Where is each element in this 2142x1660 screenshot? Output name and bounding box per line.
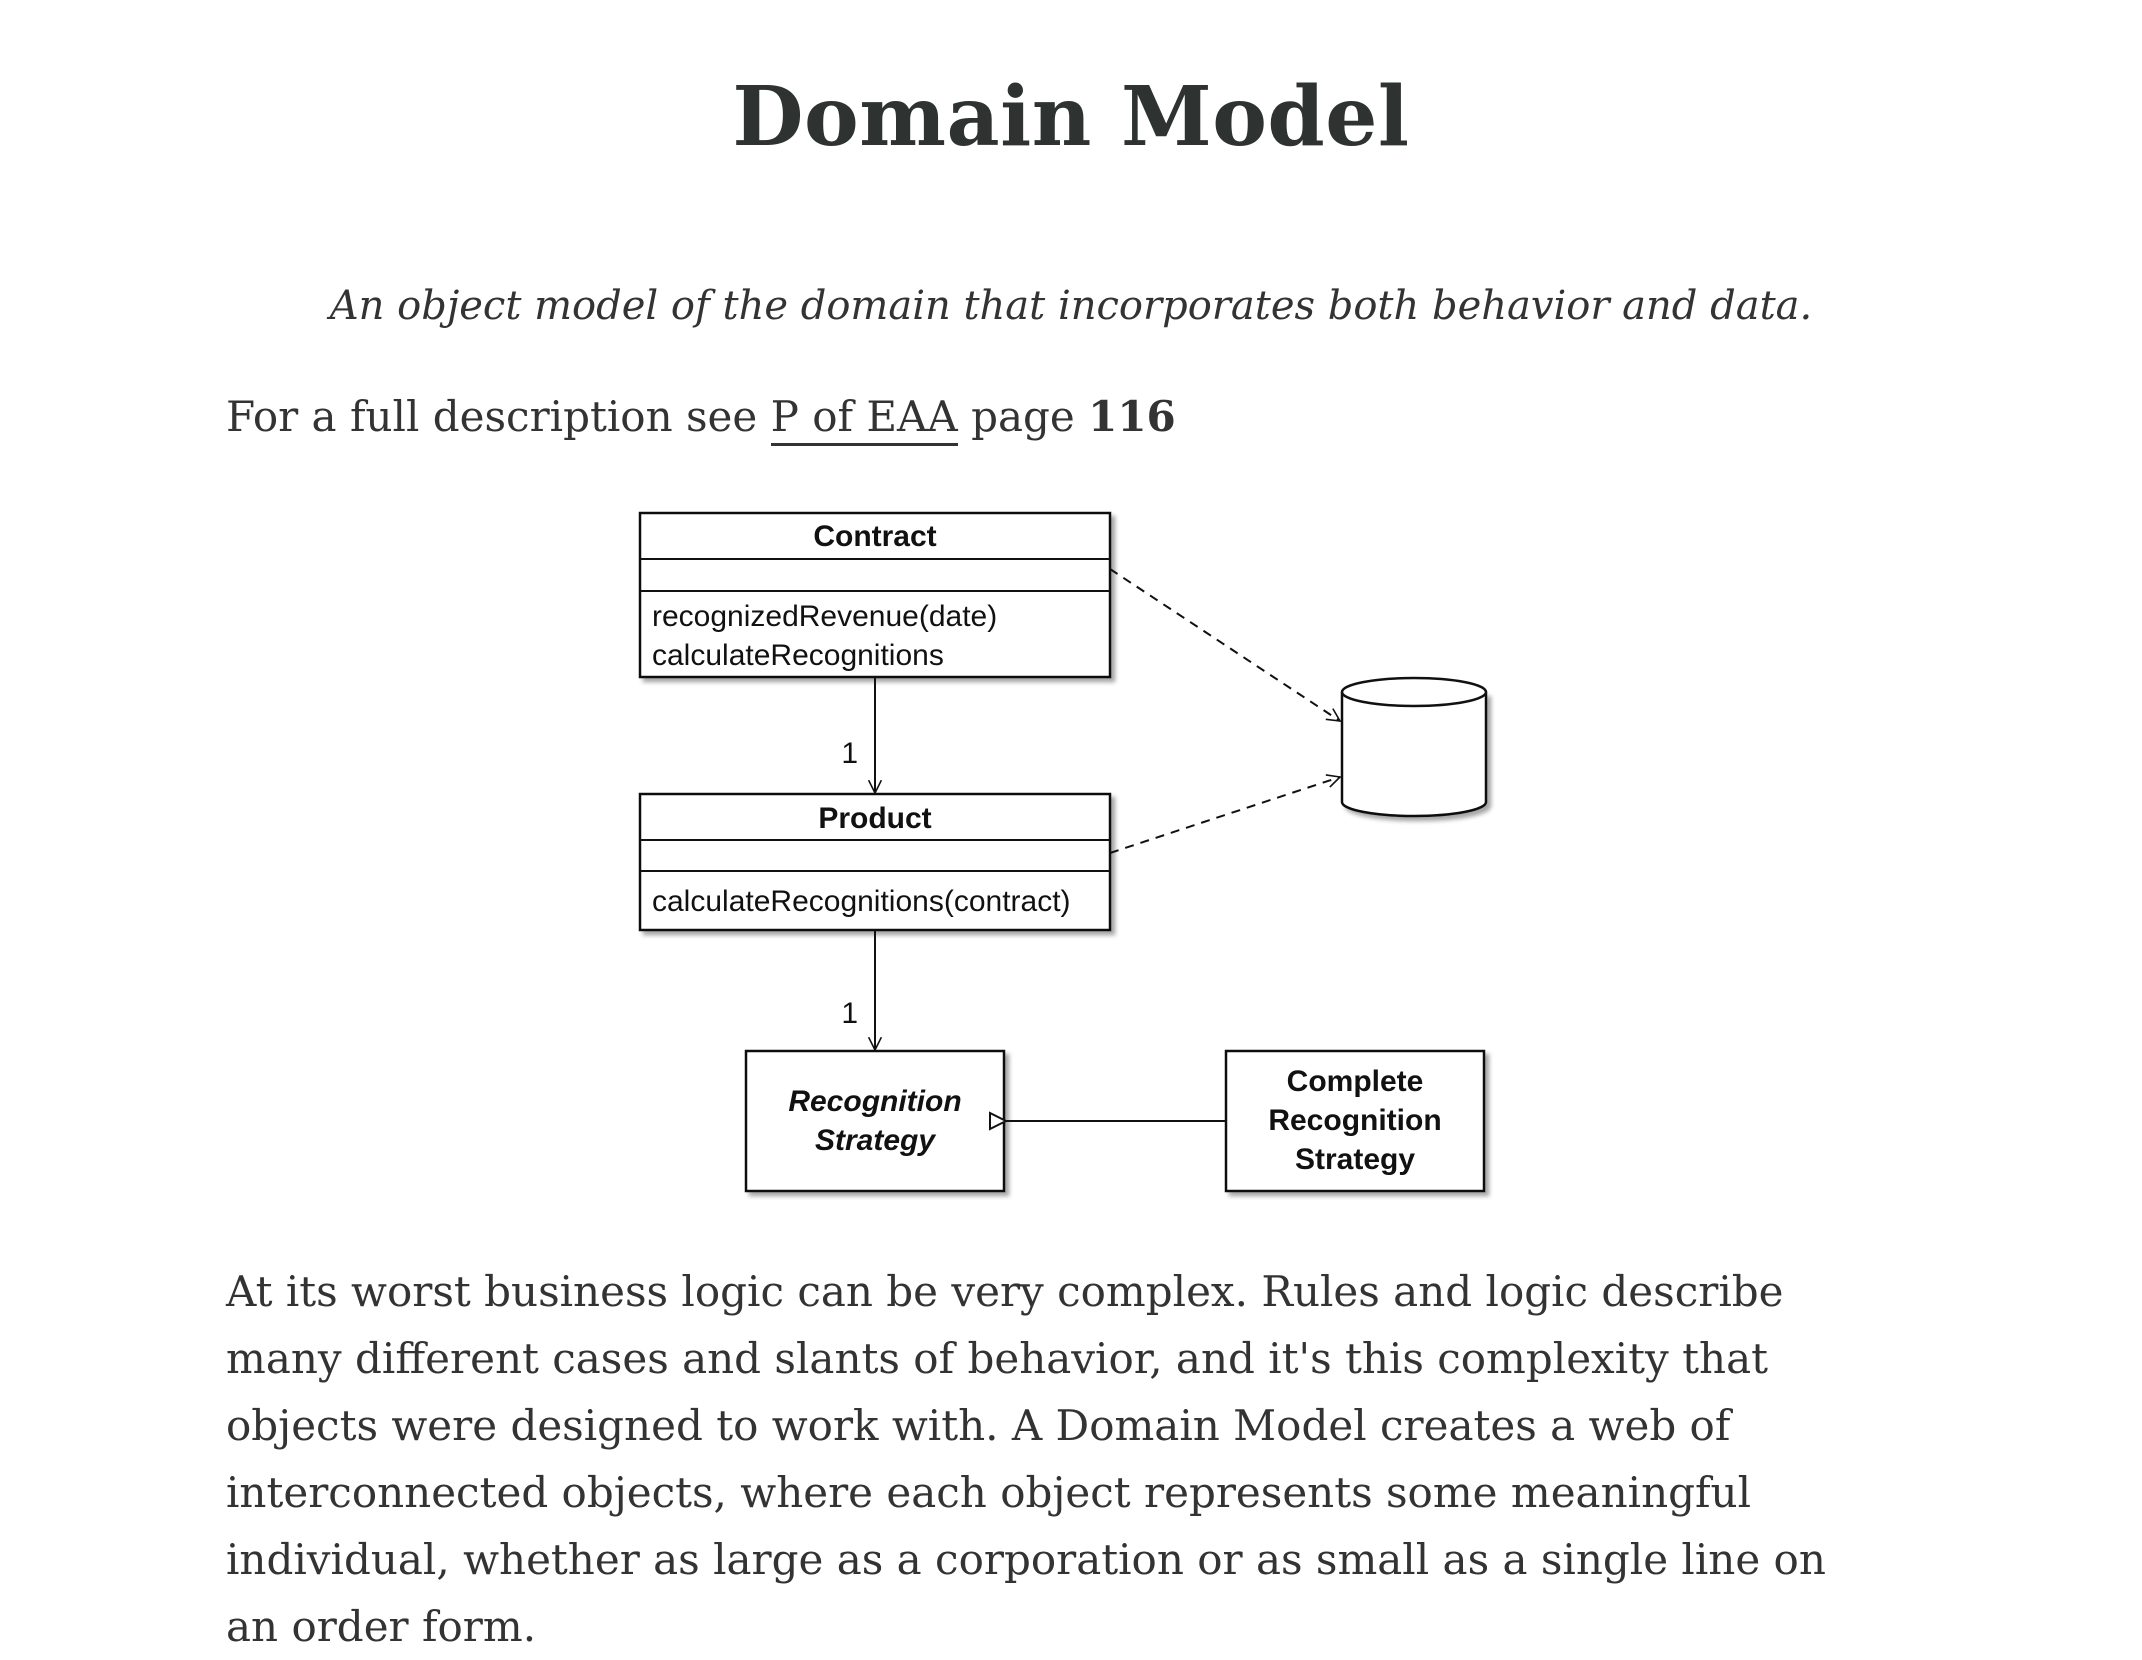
page-title: Domain Model — [732, 69, 1410, 165]
recognition-strategy-class: Recognition Strategy — [744, 1049, 1006, 1193]
peaa-link[interactable]: P of EAA — [770, 392, 958, 446]
recognition-strategy-name-line2: Strategy — [815, 1124, 936, 1157]
reference-page-label: page — [971, 392, 1075, 441]
pattern-intent: An object model of the domain that incor… — [329, 283, 1813, 329]
product-class-name: Product — [818, 802, 931, 835]
complete-recognition-strategy-class: Complete Recognition Strategy — [1224, 1049, 1486, 1193]
reference-prefix: For a full description see — [226, 392, 758, 441]
database-icon — [1340, 676, 1488, 818]
domain-model-diagram: Contract recognizedRevenue(date) calcula… — [638, 511, 1488, 1193]
recognition-strategy-name-line1: Recognition — [788, 1085, 961, 1118]
complete-strategy-name-line1: Complete — [1287, 1065, 1424, 1098]
product-class: Product calculateRecognitions(contract) — [638, 792, 1112, 932]
contract-db-dependency — [1109, 568, 1340, 721]
reference-line: For a full description see P of EAA page… — [226, 392, 1176, 446]
reference-page-number: 116 — [1088, 392, 1176, 441]
complete-strategy-name-line2: Recognition — [1268, 1104, 1441, 1137]
complete-strategy-name-line3: Strategy — [1295, 1143, 1415, 1176]
product-db-dependency — [1109, 777, 1340, 854]
page: Domain Model An object model of the doma… — [226, 69, 1826, 1651]
product-method-1: calculateRecognitions(contract) — [652, 885, 1071, 918]
contract-class: Contract recognizedRevenue(date) calcula… — [638, 511, 1112, 679]
contract-class-name: Contract — [813, 520, 936, 553]
multiplicity-contract-product: 1 — [841, 737, 858, 770]
contract-method-2: calculateRecognitions — [652, 639, 944, 672]
contract-method-1: recognizedRevenue(date) — [652, 600, 997, 633]
multiplicity-product-strategy: 1 — [841, 997, 858, 1030]
